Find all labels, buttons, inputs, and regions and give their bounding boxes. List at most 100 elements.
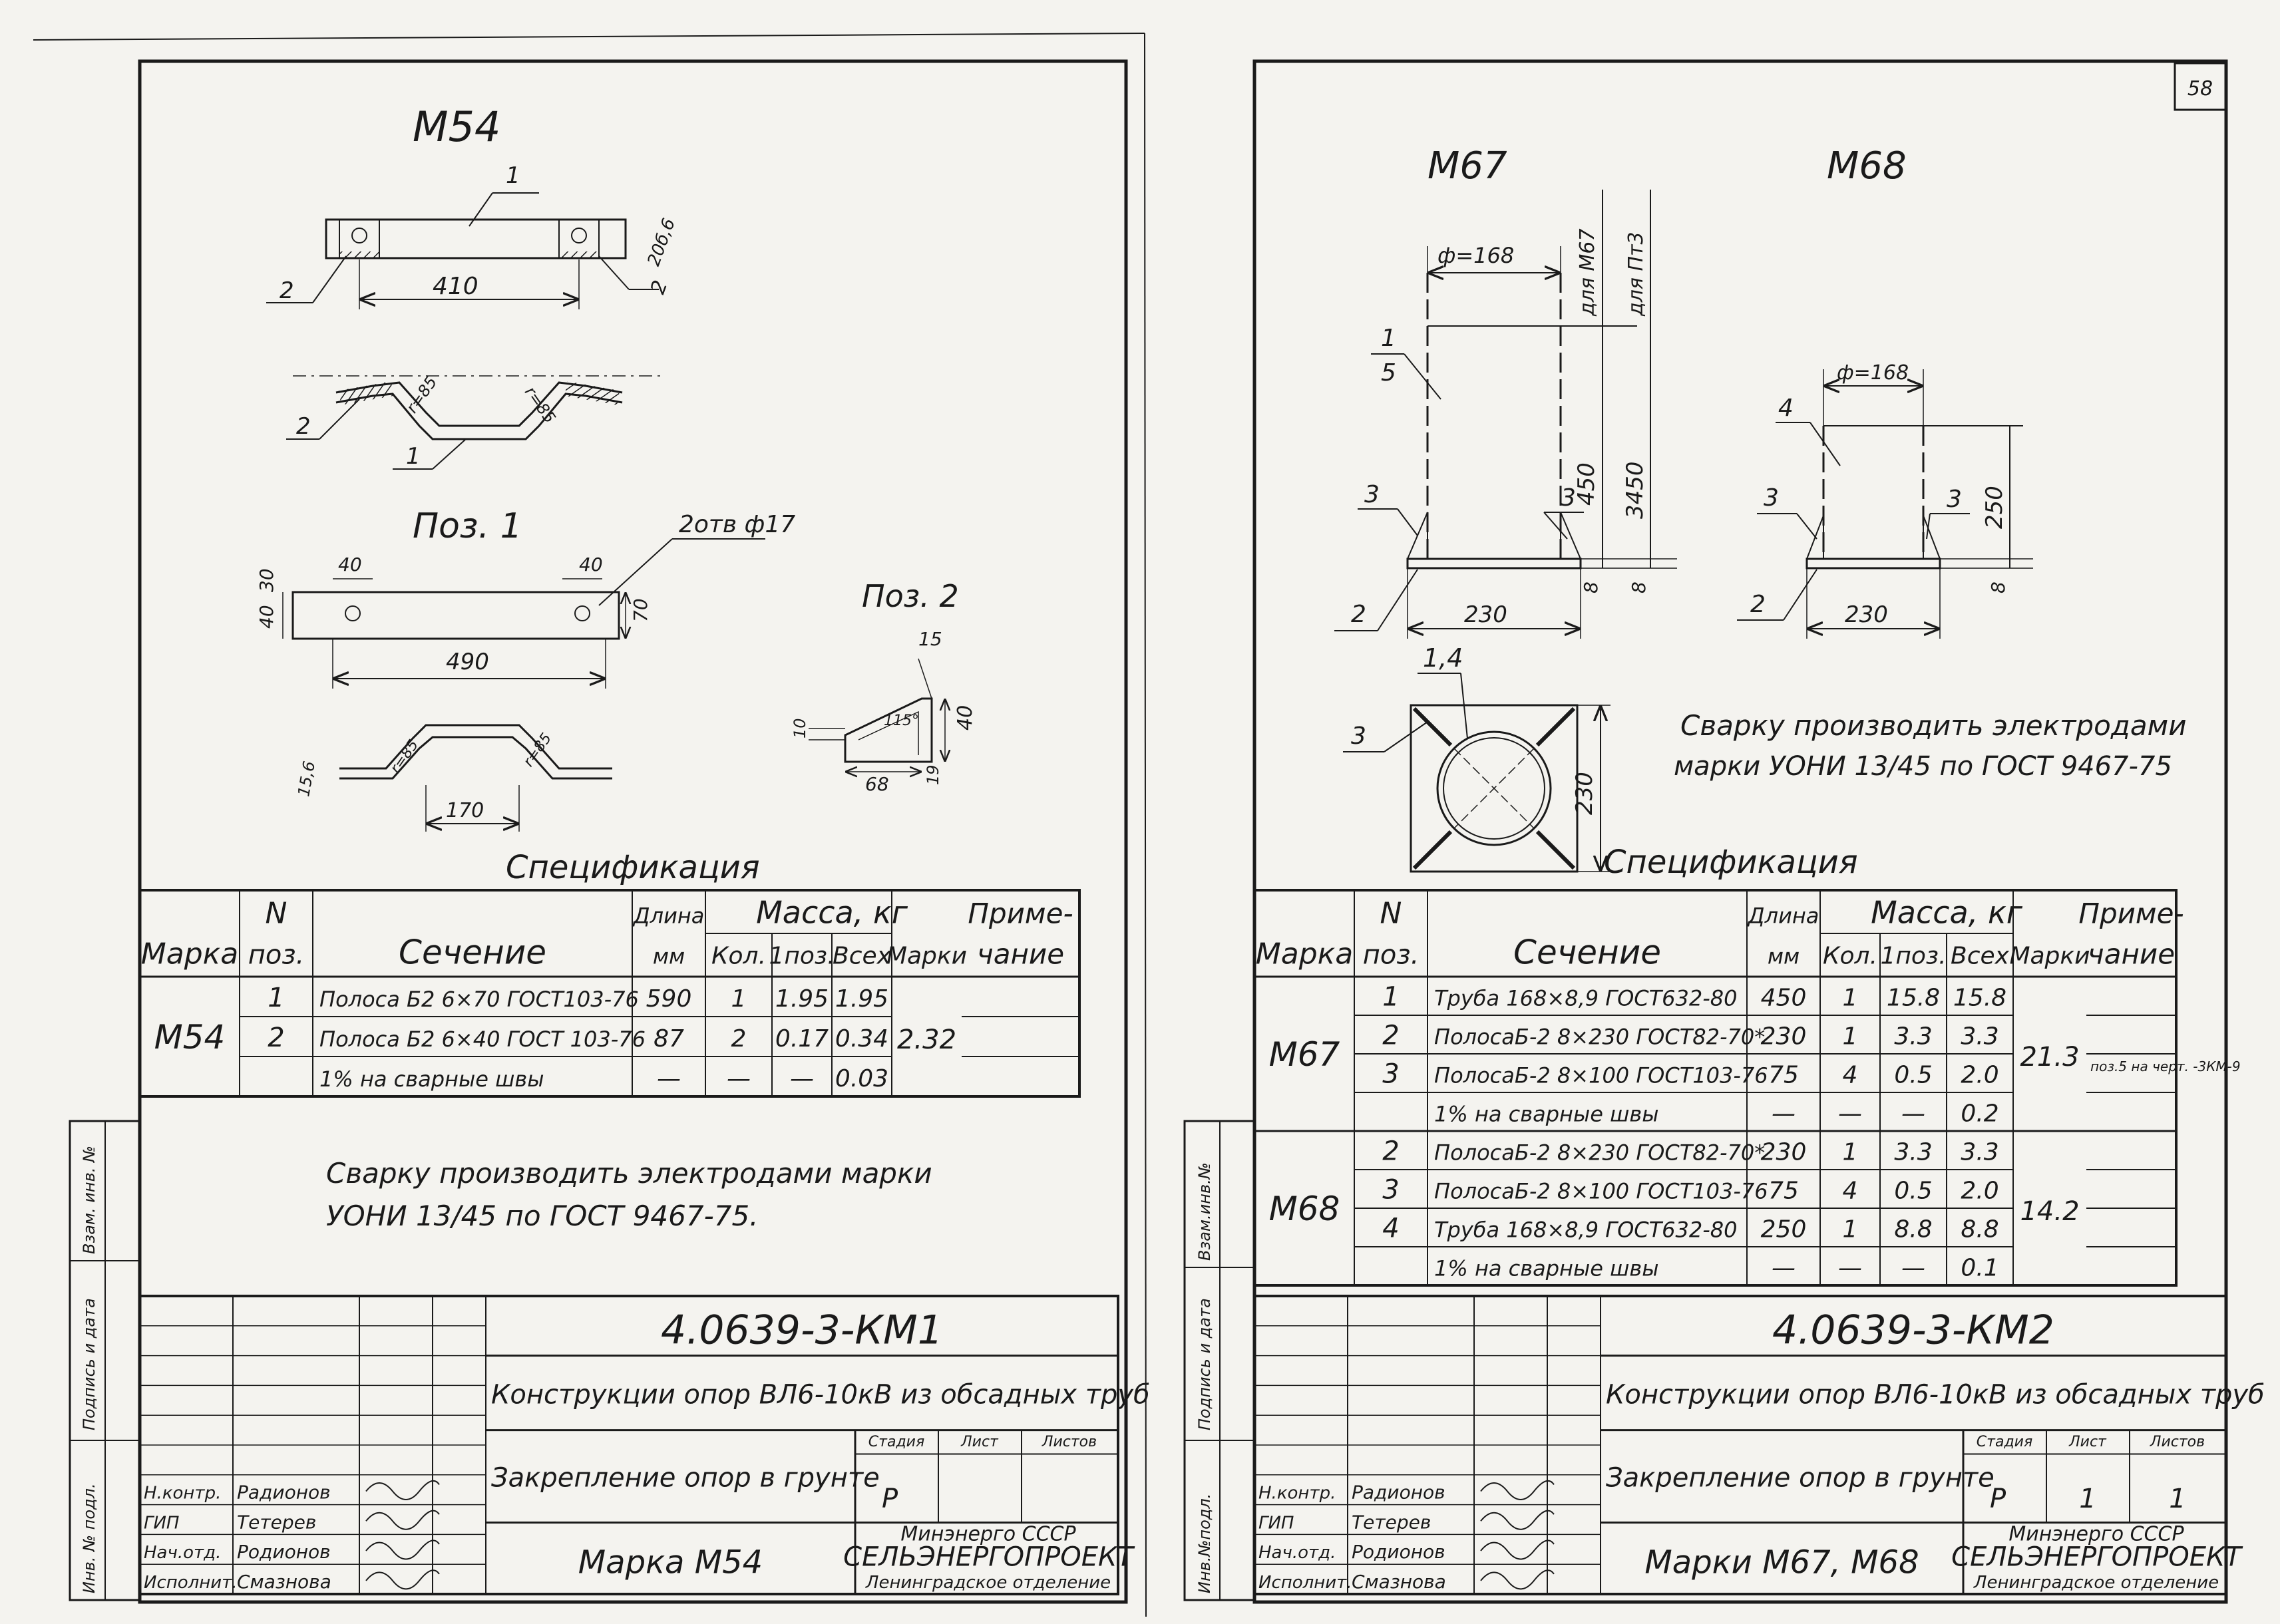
pos1-dim-40-left: 40 (338, 554, 362, 575)
spec-cell-section: ПолосаБ-2 8×100 ГОСТ103-76 (1434, 1179, 1768, 1204)
title-block-org-branch: Ленинградское отделение (1973, 1573, 2219, 1593)
spec-cell-pos: 3 (1382, 1059, 1399, 1090)
right-frame (1252, 59, 2228, 1604)
spec-header-mass: Масса, кг (756, 894, 908, 930)
spec-cell-all: 2.0 (1961, 1062, 1998, 1089)
spec-cell-pos: 1 (268, 983, 284, 1013)
spec-header-mass: Масса, кг (1871, 894, 2023, 930)
spec-cell-qty: 2 (731, 1025, 747, 1053)
spec-cell-one: 0.17 (775, 1025, 829, 1053)
left-stamp-sign: Подпись и дата (80, 1298, 98, 1430)
spec-cell-qty: 1 (1843, 1216, 1858, 1243)
spec-cell-pos: 1 (1382, 982, 1399, 1013)
spec-header-pos: поз. (1363, 940, 1420, 971)
spec-cell-one: — (1901, 1255, 1925, 1282)
m67-elevation-view: ф=168 для М67 для Пт3 450 3450 8 8 230 1… (1334, 190, 1677, 639)
left-stamp-vzam: Взам. инв. № (80, 1146, 98, 1254)
left-spec-title: Спецификация (506, 849, 760, 886)
signature-mark (1480, 1480, 1555, 1500)
m54-leader-1: 1 (506, 162, 520, 189)
m68-dim-250: 250 (1981, 486, 2008, 529)
title-block-title: Конструкции опор ВЛ6-10кВ из обсадных тр… (491, 1379, 1150, 1410)
left-welding-note-line2: УОНИ 13/45 по ГОСТ 9467-75. (326, 1200, 759, 1232)
spec-cell-length: — (657, 1065, 681, 1092)
title-block-subtitle: Закрепление опор в грунте (491, 1463, 880, 1494)
m67-for-pt3: для Пт3 (1624, 232, 1648, 317)
pos1-dim-170: 170 (446, 799, 484, 822)
title-block-role: Нач.отд. (144, 1543, 221, 1563)
spec-cell-all: 3.3 (1961, 1023, 1998, 1051)
title-block-name: Тетерев (1352, 1511, 1431, 1533)
page-number: 58 (2187, 77, 2213, 100)
spec-header-qty: Кол. (1823, 943, 1877, 970)
m54-dim-410: 410 (433, 273, 478, 300)
spec-group-mark: М68 (1269, 1190, 1340, 1228)
title-block-sheets: 1 (2169, 1484, 2185, 1514)
spec-cell-one: 15.8 (1887, 985, 1940, 1012)
right-spec-title: Спецификация (1604, 844, 1858, 881)
pos1-hole-note: 2отв ф17 (679, 511, 795, 538)
m68-leader-4: 4 (1778, 395, 1794, 422)
spec-cell-length: 250 (1761, 1216, 1807, 1243)
spec-header-note1: Приме- (968, 897, 1073, 929)
spec-cell-note: поз.5 на черт. -3КМ-9 (2090, 1058, 2241, 1074)
left-welding-note-line1: Сварку производить электродами марки (326, 1157, 932, 1190)
spec-header-section: Сечение (1513, 933, 1661, 972)
title-block-role: Исполнит. (1258, 1573, 1352, 1593)
m54-plan-view: 410 1 2 2 20б,6 (266, 162, 679, 309)
spec-header-mark: Марка (141, 937, 238, 971)
spec-cell-section: Труба 168×8,9 ГОСТ632-80 (1434, 1218, 1738, 1243)
pos2-dim-15: 15 (918, 628, 942, 650)
spec-cell-length: — (1772, 1255, 1796, 1282)
spec-cell-length: 75 (1768, 1178, 1799, 1205)
title-block-drawing-name: Марка М54 (578, 1544, 763, 1581)
m67-dim-450: 450 (1573, 462, 1600, 506)
spec-cell-qty: 4 (1843, 1062, 1858, 1089)
spec-cell-pos: 3 (1382, 1175, 1399, 1206)
spec-cell-qty: 1 (1843, 1023, 1858, 1051)
m68-leader-3b: 3 (1947, 486, 1962, 513)
m54-elev-leader-1: 1 (406, 443, 421, 470)
m67-label: М67 (1427, 144, 1507, 188)
m67-leader-3a: 3 (1364, 481, 1380, 508)
right-welding-note-line1: Сварку производить электродами (1680, 709, 2187, 742)
left-frame (138, 59, 1128, 1604)
title-block-role: Н.контр. (144, 1484, 221, 1504)
title-block-title: Конструкции опор ВЛ6-10кВ из обсадных тр… (1606, 1379, 2265, 1410)
m67-leader-3c: 3 (1351, 723, 1366, 750)
right-side-stamp: Инв.№подл. Подпись и дата Взам.инв.№ (1183, 1120, 1256, 1601)
spec-cell-length: 590 (646, 985, 692, 1013)
spec-header-one: 1поз. (1880, 943, 1946, 970)
spec-cell-pos: 4 (1382, 1214, 1399, 1244)
title-block-stage: Р (882, 1484, 898, 1514)
m54-elev-leader-2: 2 (296, 413, 311, 440)
m54-drawing-label: М54 (413, 102, 500, 151)
pos1-radius-left: r=85 (387, 737, 422, 777)
spec-cell-section: Полоса Б2 6×40 ГОСТ 103-76 (319, 1027, 646, 1052)
spec-cell-one: 0.5 (1894, 1062, 1932, 1089)
spec-group-mark-mass: 14.2 (2020, 1196, 2079, 1227)
title-block-name: Родионов (1352, 1541, 1445, 1563)
spec-cell-all: 0.1 (1961, 1255, 1998, 1282)
m68-leader-3a: 3 (1764, 484, 1779, 512)
spec-header-pos: поз. (248, 940, 305, 971)
m67-dim-dia: ф=168 (1437, 243, 1514, 268)
signature-mark (1480, 1569, 1555, 1590)
m67-plan-dim-230: 230 (1571, 772, 1598, 815)
title-block-subtitle: Закрепление опор в грунте (1606, 1463, 1995, 1494)
title-block-name: Смазнова (237, 1571, 331, 1593)
pos1-dim-30: 30 (256, 568, 278, 592)
title-block-sheet-label: Лист (2068, 1434, 2107, 1450)
spec-cell-all: 15.8 (1953, 985, 2006, 1012)
spec-header-note2: чание (2088, 938, 2175, 971)
spec-cell-all: 8.8 (1961, 1216, 1998, 1243)
title-block-role: ГИП (144, 1513, 180, 1533)
spec-cell-length: 450 (1761, 985, 1807, 1012)
spec-cell-section: Полоса Б2 6×70 ГОСТ103-76 (319, 987, 639, 1012)
spec-cell-one: — (790, 1065, 814, 1092)
title-block-org-name: СЕЛЬЭНЕРГОПРОЕКТ (843, 1542, 1135, 1572)
